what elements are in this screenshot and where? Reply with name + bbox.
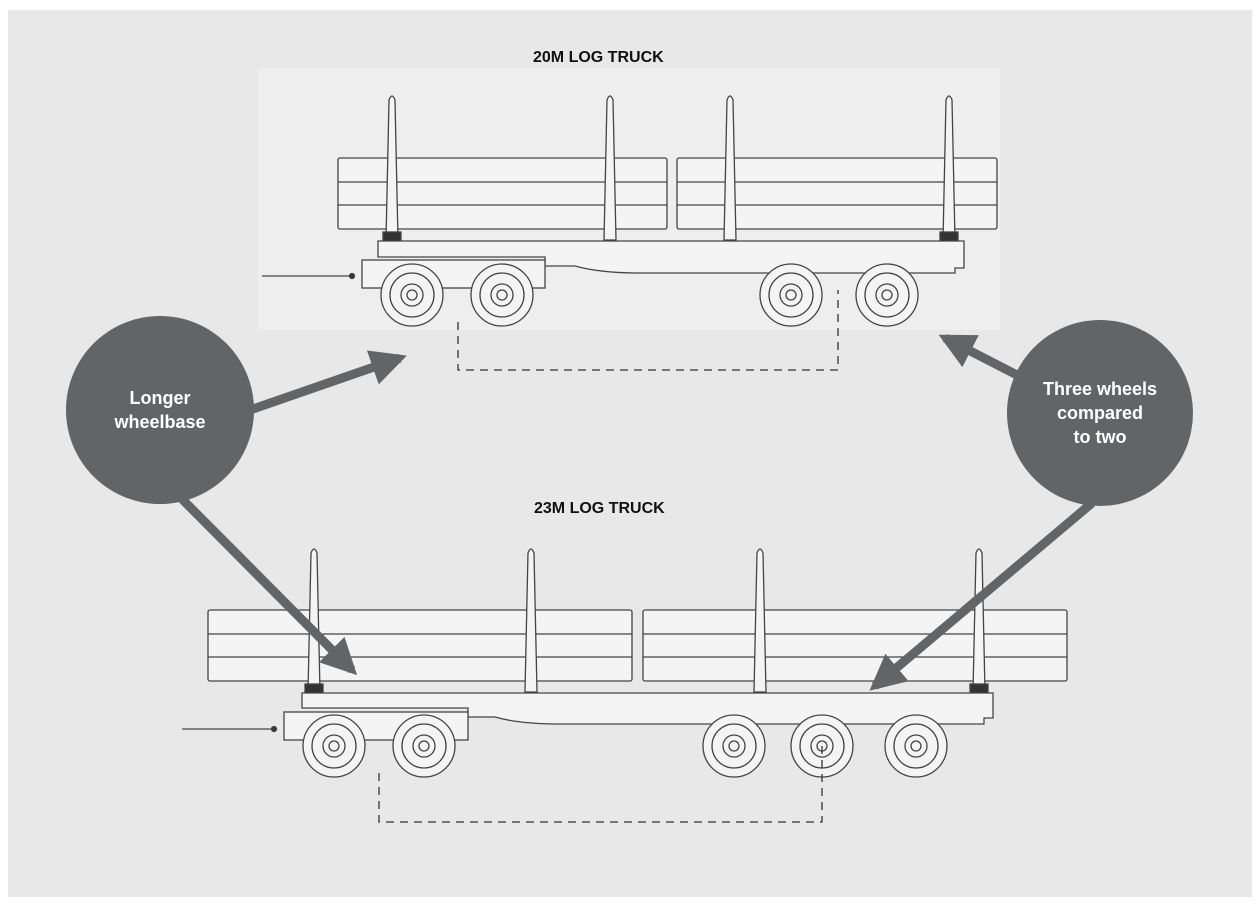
wheel — [855, 263, 919, 327]
title-20m-truck: 20M LOG TRUCK — [533, 49, 664, 66]
arrow-to-23m-wheels — [869, 499, 1095, 691]
truck-20m-wheels — [380, 263, 919, 327]
callout-longer-wheelbase: Longer wheelbase — [66, 316, 254, 504]
wheel — [884, 714, 948, 778]
truck-20m-deck — [377, 240, 965, 274]
wheel — [702, 714, 766, 778]
wheel — [302, 714, 366, 778]
truck-23m-stanchions — [307, 548, 986, 693]
truck-20m — [262, 95, 998, 327]
wheel — [392, 714, 456, 778]
title-23m-truck: 23M LOG TRUCK — [534, 500, 665, 517]
callout-three-wheels: Three wheels compared to two — [1007, 320, 1193, 506]
callout-three-wheels-text: Three wheels compared to two — [1042, 379, 1158, 447]
truck-20m-stanchions — [385, 95, 956, 241]
truck-20m-hitch — [348, 272, 356, 280]
arrow-to-20m-wheelbase — [248, 350, 407, 415]
truck-23m-hitch — [270, 725, 278, 733]
arrow-to-20m-wheels — [938, 333, 1020, 380]
truck-23m-logs — [207, 609, 1068, 682]
wheel — [470, 263, 534, 327]
wheel — [380, 263, 444, 327]
truck-23m — [182, 548, 1068, 778]
callout-longer-wheelbase-text: Longer wheelbase — [114, 388, 206, 432]
truck-20m-logs — [337, 157, 998, 230]
truck-20m-wheelbase-bracket — [457, 290, 839, 371]
truck-23m-wheels — [302, 714, 948, 778]
truck-23m-wheelbase-bracket — [378, 746, 823, 823]
arrow-to-23m-wheelbase — [176, 493, 358, 676]
wheel — [759, 263, 823, 327]
